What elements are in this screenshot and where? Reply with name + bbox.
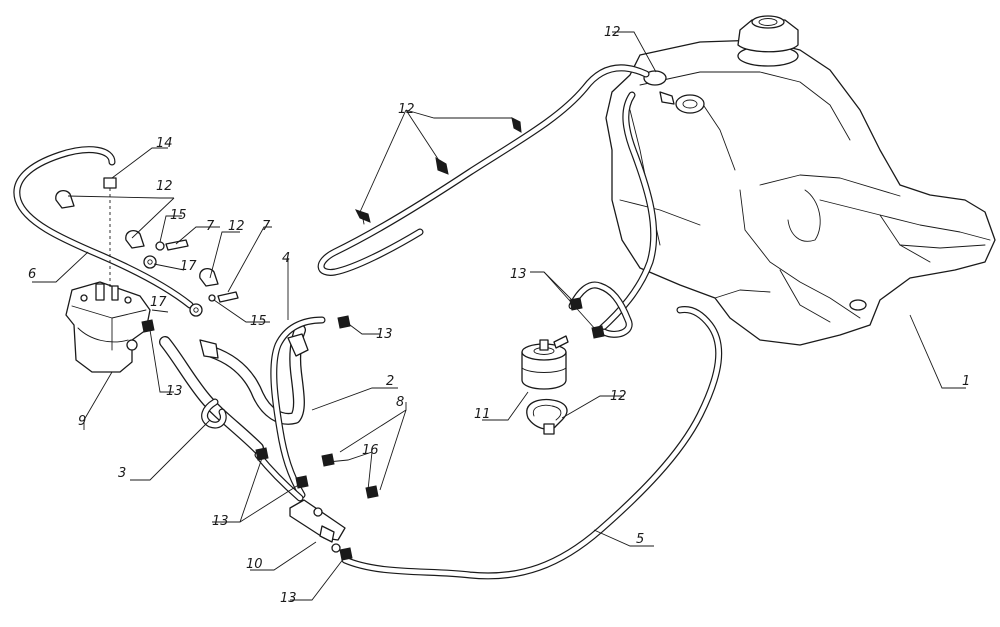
callout-13d: 13: [280, 591, 297, 606]
callout-13c: 13: [212, 514, 229, 529]
callout-16: 16: [362, 443, 379, 458]
fuel-rail: [289, 499, 346, 553]
callout-8: 8: [396, 395, 404, 410]
hose-clips: [55, 117, 605, 561]
fuel-filter: [521, 335, 569, 390]
callout-12e: 12: [610, 389, 627, 404]
callout-10: 10: [246, 557, 263, 572]
return-hose-5: [341, 306, 723, 580]
callout-6: 6: [28, 267, 36, 282]
callout-17b: 17: [150, 295, 167, 310]
tank-to-filter-hose: [568, 91, 658, 338]
hose-3: [159, 336, 264, 454]
callout-2: 2: [386, 374, 394, 389]
callout-12a: 12: [398, 102, 415, 117]
callout-labels: 1 2 3 4 5 6 7 7 8 9 10 11 12 12 12 12 12…: [28, 25, 970, 606]
vent-hose-loop: [317, 64, 650, 276]
hose-2: [206, 324, 306, 425]
leader-lines: [32, 31, 966, 601]
callout-4: 4: [282, 251, 290, 266]
callout-5: 5: [636, 532, 644, 547]
callout-12b: 12: [604, 25, 621, 40]
callout-15b: 15: [250, 314, 267, 329]
callout-1: 1: [962, 374, 970, 389]
callout-7a: 7: [206, 219, 215, 234]
hose-6-loop: [13, 146, 194, 309]
callout-9: 9: [78, 414, 86, 429]
callout-3: 3: [118, 466, 126, 481]
callout-14: 14: [156, 136, 173, 151]
band-clamp: [526, 398, 568, 435]
callout-11: 11: [474, 407, 491, 422]
callout-13b: 13: [166, 384, 183, 399]
fuel-tank: [605, 15, 996, 346]
callout-13a: 13: [376, 327, 393, 342]
callout-15a: 15: [170, 208, 187, 223]
callout-13e: 13: [510, 267, 527, 282]
callout-12d: 12: [228, 219, 245, 234]
callout-7b: 7: [262, 219, 271, 234]
callout-17a: 17: [180, 259, 197, 274]
fuel-pump-module: [65, 281, 151, 373]
callout-12c: 12: [156, 179, 173, 194]
hose-4: [270, 316, 326, 499]
